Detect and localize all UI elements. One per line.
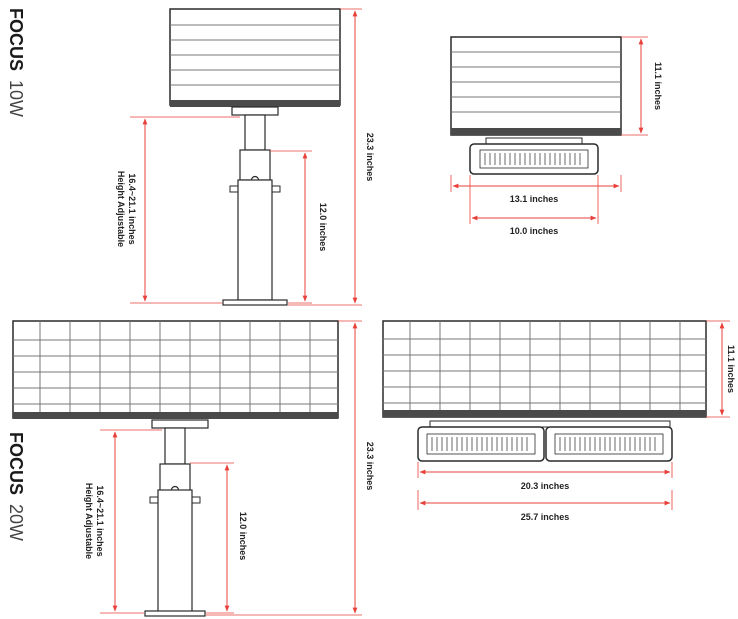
focus-10w-total-height-label: 23.3 inches: [365, 133, 375, 182]
focus-10w-title-bold: FOCUS: [6, 8, 26, 71]
focus-20w-led-array-right: [554, 433, 664, 455]
focus-10w-title-light: 10W: [6, 80, 26, 117]
focus-10w-post-height-dim: 12.0 inches: [270, 150, 328, 304]
focus-10w-post-sleeve: [239, 149, 271, 181]
focus-10w-base-plate: [222, 299, 288, 306]
focus-20w-panel-frame-bottom: [13, 412, 338, 419]
focus-20w-upper-post: [164, 427, 186, 465]
focus-10w-light-width-dim: 10.0 inches: [469, 175, 599, 236]
focus-20w-panel-height-label: 11.1 inches: [726, 345, 736, 393]
focus-20w-light-width-dim: 20.3 inches: [417, 462, 673, 491]
focus-10w-panel-frame-bottom: [170, 100, 340, 107]
focus-10w-section: FOCUS 10W Height Adjust: [6, 8, 663, 306]
focus-20w-post-height-label: 12.0 inches: [238, 512, 248, 561]
focus-20w-post-height-dim: 12.0 inches: [190, 462, 248, 614]
focus-10w-lower-post: [237, 179, 273, 301]
focus-10w-front-view: [450, 36, 622, 175]
focus-10w-led-pattern: [484, 153, 581, 165]
focus-20w-title-bold: FOCUS: [6, 432, 26, 495]
focus-10w-panel-side: [169, 8, 341, 106]
focus-10w-panel-front-frame-bottom: [451, 128, 621, 135]
focus-20w-panel-width-label: 25.7 inches: [521, 512, 570, 522]
focus-20w-front-view: [382, 320, 707, 462]
focus-10w-panel-height-label: 11.1 inches: [653, 62, 663, 110]
focus-20w-title-light: 20W: [6, 504, 26, 541]
focus-10w-panel-height-dim: 11.1 inches: [621, 36, 663, 136]
focus-20w-total-height-label: 23.3 inches: [365, 442, 375, 491]
focus-10w-title: FOCUS 10W: [6, 8, 26, 117]
focus-20w-panel-side: [12, 320, 339, 419]
focus-20w-mount-bracket: [151, 419, 209, 429]
focus-20w-height-adjustable-dim: Height Adjustable 16.4~21.1 inches: [84, 429, 162, 614]
focus-20w-lower-post: [157, 489, 193, 613]
focus-10w-height-adjustable-dim: Height Adjustable 16.4~21.1 inches: [116, 116, 240, 304]
focus-20w-panel-front-frame-bottom: [383, 410, 706, 417]
focus-20w-base-plate: [144, 610, 206, 617]
focus-10w-post-height-label: 12.0 inches: [318, 203, 328, 252]
focus-10w-side-view: [169, 8, 341, 306]
focus-20w-panel-front: [382, 320, 707, 418]
focus-20w-led-array-left: [426, 433, 536, 455]
focus-10w-panel-front: [450, 36, 622, 136]
focus-20w-panel-width-dim: 25.7 inches: [417, 490, 673, 522]
focus-20w-total-height-dim: 23.3 inches: [206, 320, 375, 616]
focus-10w-light-head: [469, 143, 599, 175]
focus-10w-light-width-label: 10.0 inches: [510, 226, 559, 236]
focus-10w-total-height-dim: 23.3 inches: [288, 8, 375, 306]
focus-10w-height-adjustable-label: Height Adjustable: [116, 171, 126, 247]
focus-20w-side-view: [12, 320, 339, 617]
focus-10w-led-array: [479, 149, 589, 169]
focus-20w-height-range-label: 16.4~21.1 inches: [95, 485, 105, 556]
focus-20w-light-head-left: [417, 426, 545, 462]
focus-10w-height-range-label: 16.4~21.1 inches: [127, 173, 137, 244]
focus-20w-height-adjustable-label: Height Adjustable: [84, 483, 94, 559]
focus-10w-panel-width-dim: 13.1 inches: [450, 175, 622, 204]
focus-20w-light-width-label: 20.3 inches: [521, 481, 570, 491]
focus-10w-panel-width-label: 13.1 inches: [510, 194, 559, 204]
focus-10w-upper-post: [244, 114, 266, 151]
focus-20w-led-pattern: [431, 437, 656, 451]
focus-20w-light-bracket: [429, 420, 671, 428]
focus-20w-panel-height-dim: 11.1 inches: [706, 320, 736, 418]
focus-10w-mount-bracket: [231, 106, 279, 116]
focus-20w-title: FOCUS 20W: [6, 432, 26, 541]
focus-20w-light-head-right: [545, 426, 673, 462]
focus-20w-section: FOCUS 20W: [6, 320, 736, 617]
focus-20w-front-cell-grid: [383, 321, 706, 410]
focus-20w-side-cell-grid: [13, 321, 338, 412]
focus-10w-light-bracket: [485, 137, 583, 145]
